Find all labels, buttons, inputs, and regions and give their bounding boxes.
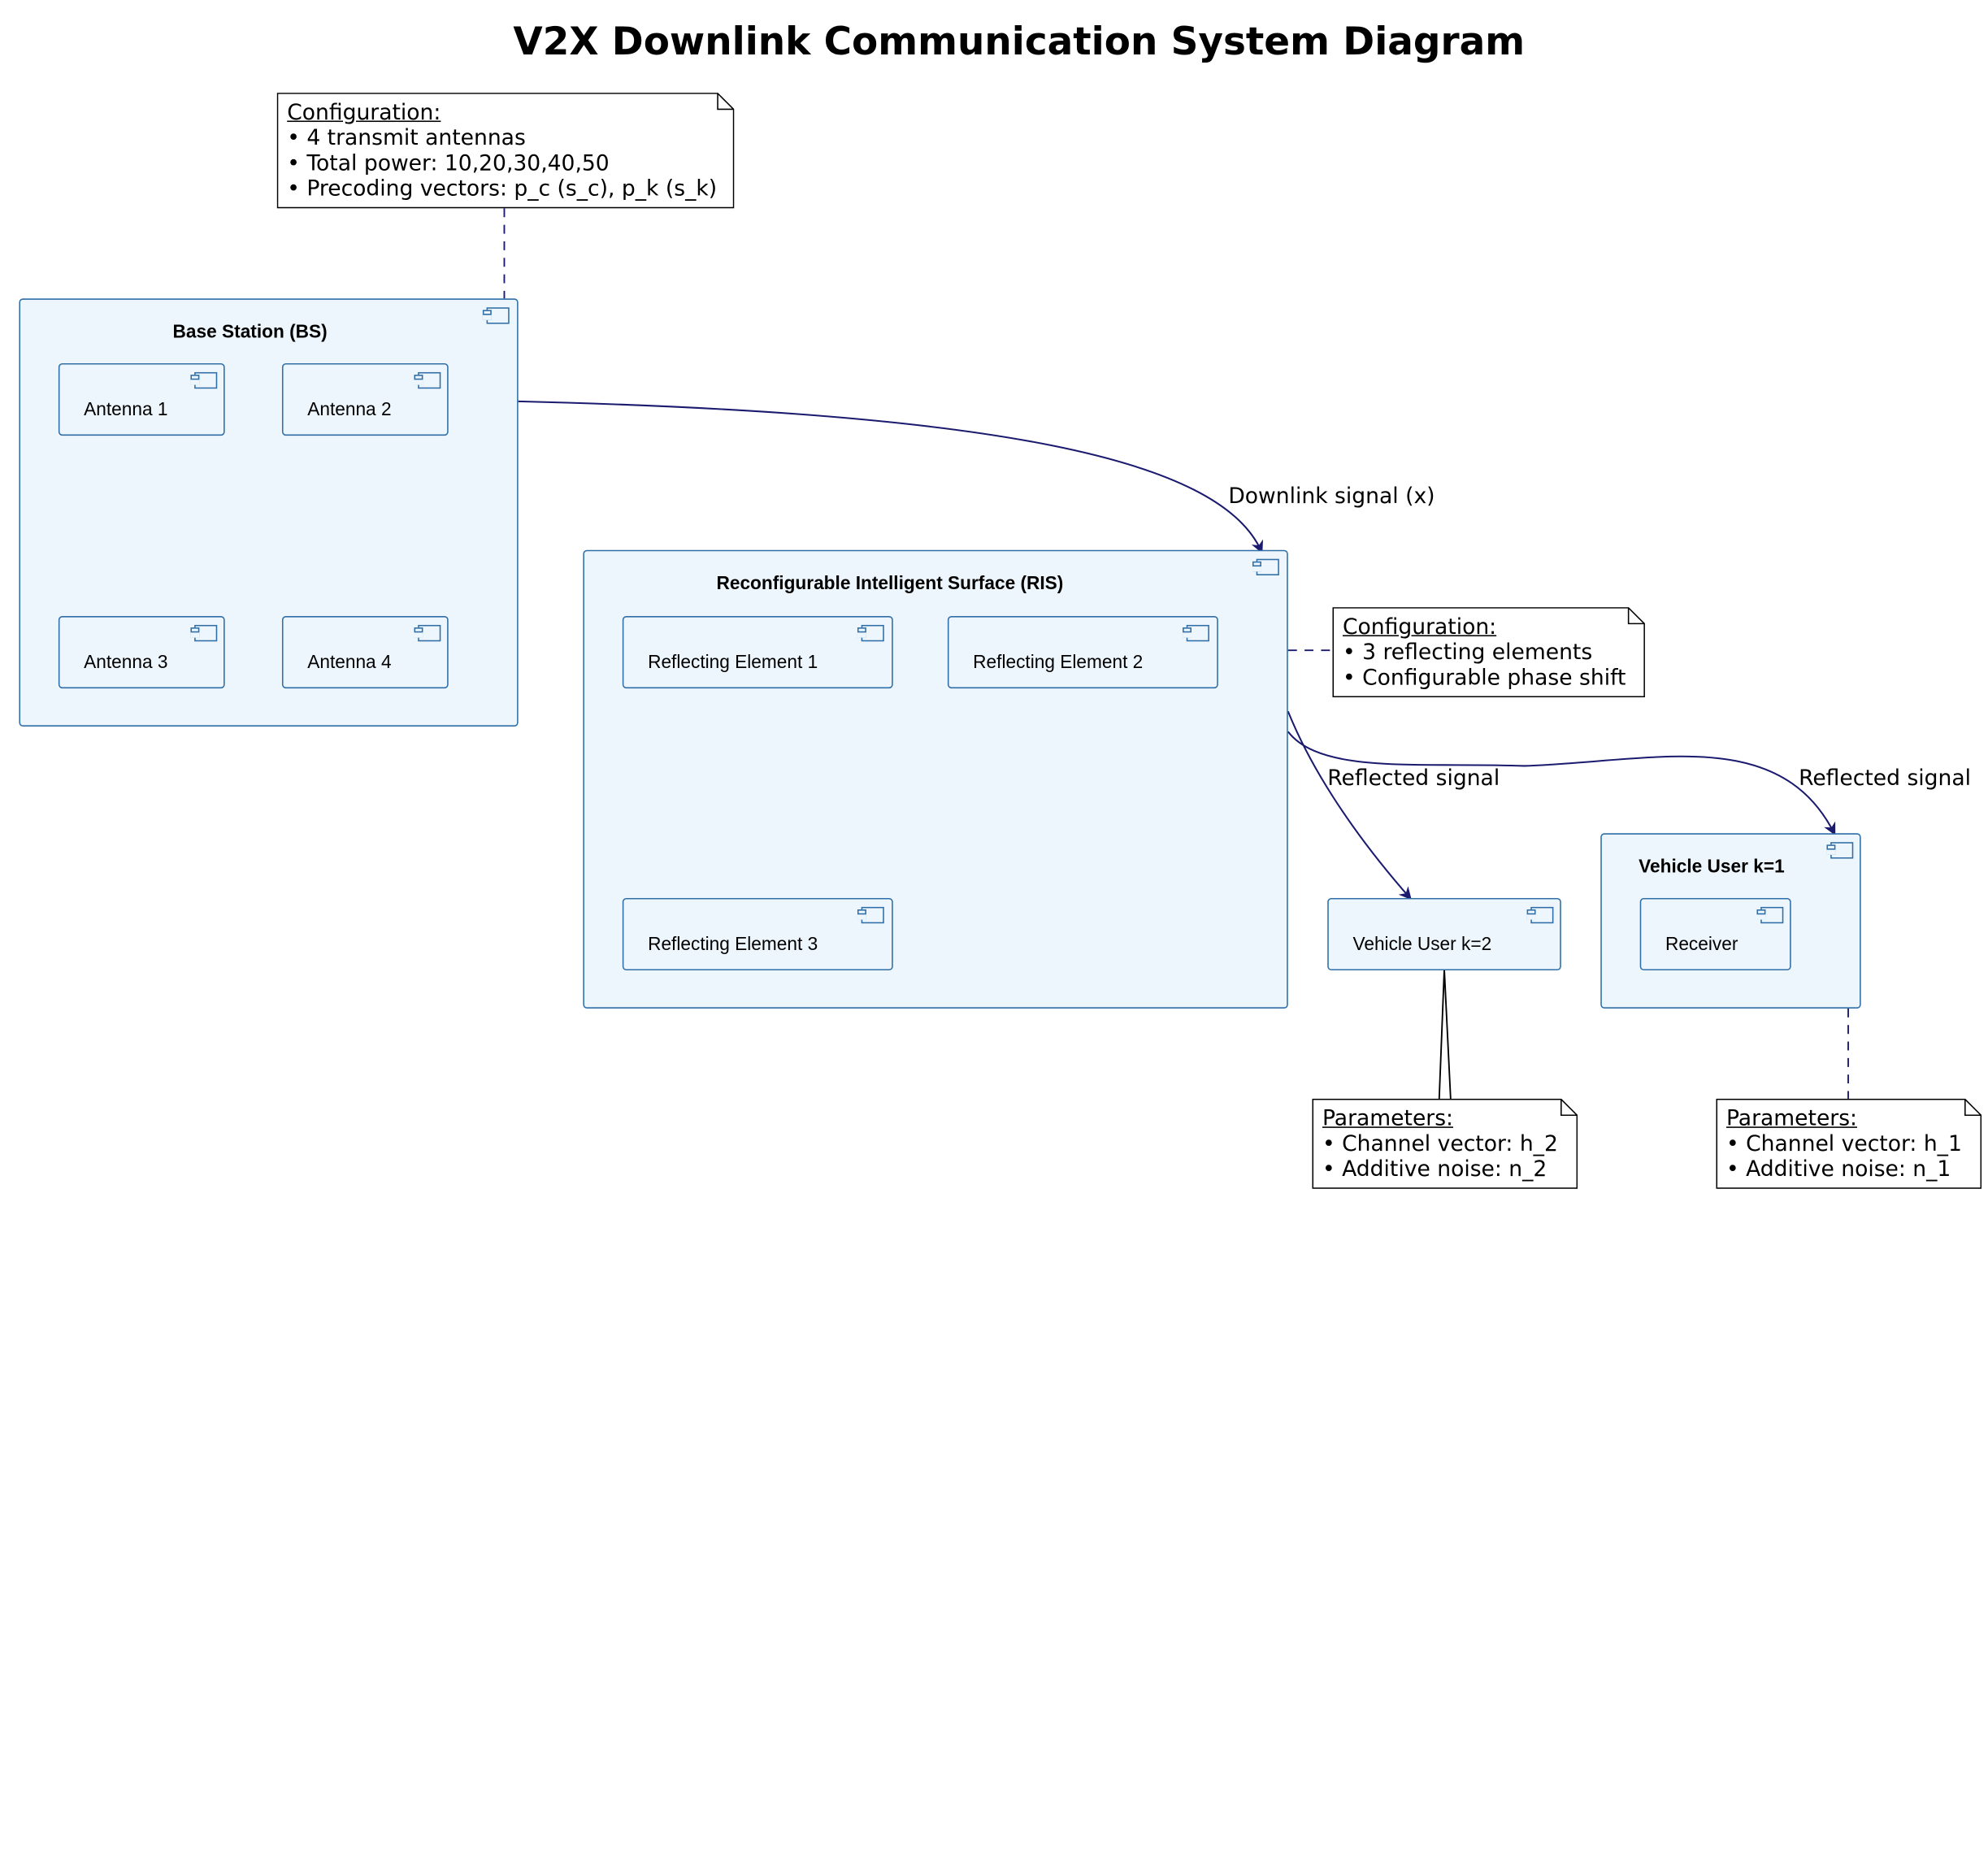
element-label: Reflecting Element 2	[973, 652, 1144, 673]
receiver[interactable]: Receiver	[1639, 897, 1791, 971]
component-icon	[1526, 906, 1554, 924]
component-icon	[1756, 906, 1784, 924]
element-label: Reflecting Element 1	[648, 652, 818, 673]
bs-config-note: Configuration: • 4 transmit antennas • T…	[276, 93, 735, 209]
antenna-2[interactable]: Antenna 2	[281, 362, 449, 436]
downlink-edge	[518, 400, 1263, 554]
downlink-label: Downlink signal (x)	[1228, 484, 1435, 510]
k2-note-connector	[1438, 969, 1452, 1099]
reflecting-element-2[interactable]: Reflecting Element 2	[947, 616, 1218, 689]
note-heading: Parameters:	[1725, 1106, 1858, 1132]
component-icon	[1252, 558, 1279, 575]
receiver-label: Receiver	[1665, 934, 1738, 955]
antenna-label: Antenna 1	[84, 399, 168, 420]
reflected-label-k1: Reflected signal	[1799, 766, 1972, 792]
antenna-label: Antenna 2	[307, 399, 392, 420]
reflected-edge-k1	[1287, 731, 1836, 836]
note-line: • Total power: 10,20,30,40,50	[287, 150, 610, 177]
note-line: • 3 reflecting elements	[1342, 640, 1593, 666]
diagram-title: V2X Downlink Communication System Diagra…	[513, 20, 1526, 65]
component-icon	[482, 307, 510, 324]
component-icon	[414, 371, 441, 389]
antenna-3[interactable]: Antenna 3	[58, 616, 225, 689]
component-icon	[1826, 842, 1854, 859]
antenna-1[interactable]: Antenna 1	[58, 362, 225, 436]
note-heading: Parameters:	[1322, 1106, 1454, 1132]
antenna-label: Antenna 3	[84, 652, 168, 673]
antenna-label: Antenna 4	[307, 652, 392, 673]
ris-title: Reconfigurable Intelligent Surface (RIS)	[716, 574, 1064, 595]
vehicle-k1-title: Vehicle User k=1	[1639, 857, 1785, 878]
note-line: • Additive noise: n_2	[1322, 1156, 1547, 1183]
component-icon	[857, 624, 884, 642]
note-heading: Configuration:	[287, 100, 441, 126]
component-icon	[414, 624, 441, 642]
note-heading: Configuration:	[1342, 614, 1497, 640]
element-label: Reflecting Element 3	[648, 934, 818, 955]
vehicle-label: Vehicle User k=2	[1352, 934, 1492, 955]
k1-params-note: Parameters: • Channel vector: h_1 • Addi…	[1716, 1098, 1982, 1189]
component-icon	[190, 371, 218, 389]
note-line: • 4 transmit antennas	[287, 125, 526, 151]
note-line: • Channel vector: h_1	[1725, 1131, 1962, 1157]
antenna-4[interactable]: Antenna 4	[281, 616, 449, 689]
note-line: • Channel vector: h_2	[1322, 1131, 1558, 1157]
component-icon	[190, 624, 218, 642]
reflected-label-k2: Reflected signal	[1327, 766, 1500, 792]
ris-config-note: Configuration: • 3 reflecting elements •…	[1332, 607, 1645, 698]
component-icon	[857, 906, 884, 924]
component-icon	[1183, 624, 1209, 642]
connectors-layer	[503, 208, 1849, 1099]
reflected-edge-k2	[1287, 710, 1412, 900]
base-station-title: Base Station (BS)	[172, 322, 328, 343]
note-line: • Configurable phase shift	[1342, 665, 1626, 692]
note-line: • Additive noise: n_1	[1725, 1156, 1951, 1183]
reflecting-element-1[interactable]: Reflecting Element 1	[622, 616, 893, 689]
note-line: • Precoding vectors: p_c (s_c), p_k (s_k…	[287, 176, 718, 202]
vehicle-user-k2[interactable]: Vehicle User k=2	[1327, 897, 1561, 971]
reflecting-element-3[interactable]: Reflecting Element 3	[622, 897, 893, 971]
k2-params-note: Parameters: • Channel vector: h_2 • Addi…	[1312, 1098, 1578, 1189]
